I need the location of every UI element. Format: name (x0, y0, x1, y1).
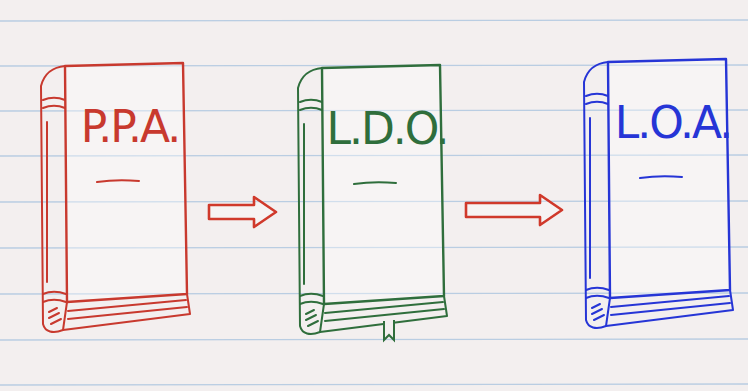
book-detail (41, 66, 67, 332)
book-detail (300, 108, 322, 110)
ruled-line (0, 384, 748, 385)
book-detail (43, 292, 66, 294)
ruled-line (0, 20, 748, 21)
book-detail (49, 308, 61, 324)
book-detail (43, 106, 65, 108)
book-detail (300, 294, 323, 296)
book-detail (584, 62, 610, 328)
book-node: P.P.A. (35, 62, 193, 338)
book-title: L.O.A. (612, 100, 734, 146)
bookmark (384, 320, 394, 340)
book-detail (306, 310, 318, 326)
book-detail (586, 94, 608, 96)
book-detail (586, 102, 608, 104)
flow-arrow (466, 195, 562, 225)
book-node: L.D.O. (292, 64, 450, 340)
book-detail (300, 100, 322, 102)
book-title: L.D.O. (326, 106, 448, 152)
book-cover (65, 63, 187, 302)
book-detail (589, 118, 591, 278)
book-detail (586, 296, 609, 298)
book-detail (640, 176, 682, 178)
book-title: P.P.A. (69, 104, 191, 150)
book-cover (322, 65, 444, 304)
flow-arrow (209, 197, 276, 227)
book-detail (68, 307, 187, 319)
book-detail (63, 294, 190, 330)
book-detail (586, 288, 609, 290)
book-detail (303, 124, 305, 284)
book-detail (97, 180, 139, 182)
book-node: L.O.A. (578, 58, 736, 334)
book-detail (592, 304, 604, 320)
book-detail (43, 300, 66, 302)
book-detail (325, 309, 444, 321)
book-detail (298, 68, 324, 334)
ruled-line (0, 339, 748, 340)
book-detail (300, 302, 323, 304)
book-detail (43, 98, 65, 100)
book-detail (46, 122, 48, 282)
book-cover (608, 59, 730, 298)
book-detail (354, 182, 396, 184)
book-detail (606, 290, 733, 326)
book-detail (611, 303, 730, 315)
ruled-lines (0, 20, 748, 385)
